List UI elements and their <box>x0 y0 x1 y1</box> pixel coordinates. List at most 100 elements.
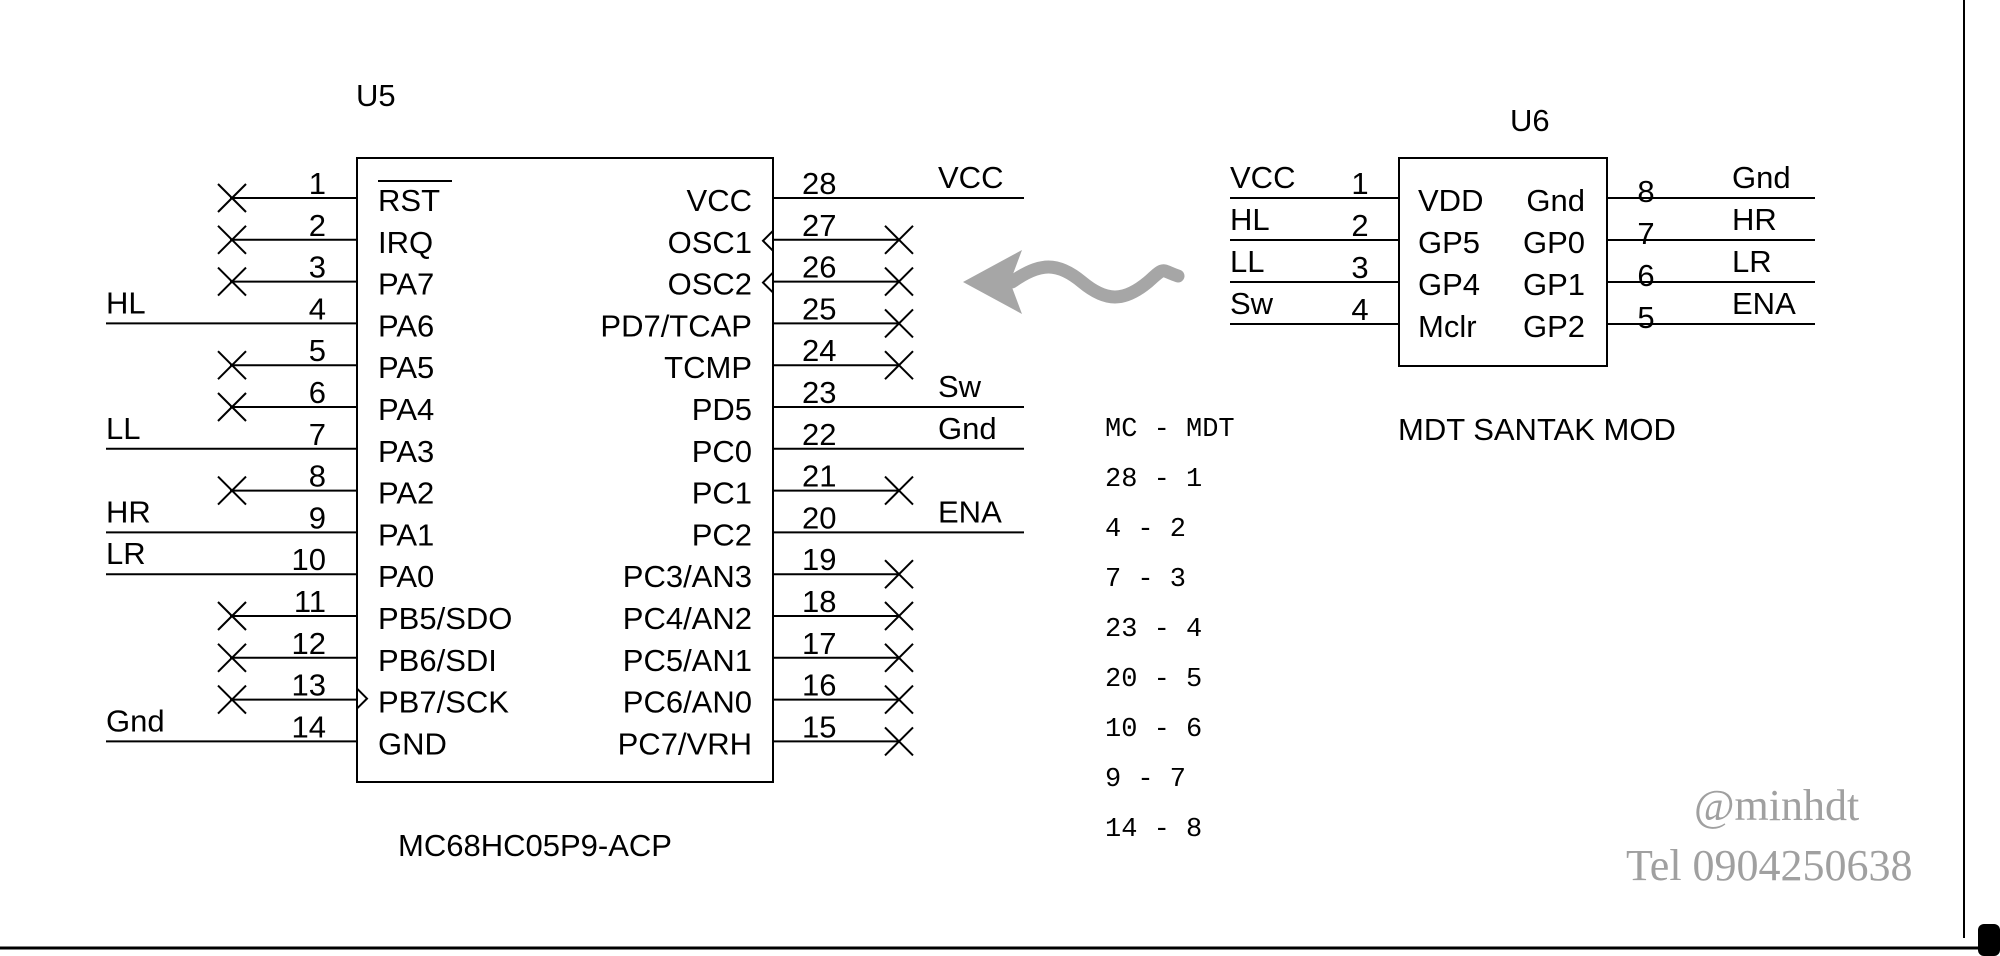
u5-pin-9-name: PA1 <box>378 517 434 552</box>
squiggle-arrow-shaft <box>1005 260 1185 304</box>
u5-pin-8-number: 8 <box>309 459 326 494</box>
u5-pin-3-number: 3 <box>309 250 326 285</box>
watermark-handle: @minhdt <box>1694 781 1859 830</box>
u5-pin-11-name: PB5/SDO <box>378 601 512 636</box>
u5-pin-6-number: 6 <box>309 375 326 410</box>
u5-pin-13-nc-icon <box>217 684 247 715</box>
u6-net-label-7: HR <box>1732 202 1777 237</box>
mapping-row: 28 - 1 <box>1105 465 1202 495</box>
u5-net-label-22: Gnd <box>938 411 997 446</box>
u5-pin-11-number: 11 <box>294 584 326 619</box>
u5-pin-25-name: PD7/TCAP <box>600 308 752 343</box>
u5-pin-25: 25 PD7/TCAP <box>600 291 914 343</box>
u5-pin-28-name: VCC <box>687 183 752 218</box>
u5-net-label-4: HL <box>106 285 146 320</box>
u5-pin-28-number: 28 <box>802 166 836 201</box>
u6-body <box>1398 157 1608 367</box>
u5-ref-label: U5 <box>356 78 396 113</box>
u5-part-label: MC68HC05P9-ACP <box>398 828 672 863</box>
mapping-row: 20 - 5 <box>1105 665 1202 695</box>
u5-pin-22-number: 22 <box>802 417 836 452</box>
u6-pin-3-name: GP4 <box>1418 267 1480 302</box>
u5-pin-19-name: PC3/AN3 <box>623 559 752 594</box>
u5-pin-27-nc-icon <box>884 225 914 255</box>
u5-pin-17-name: PC5/AN1 <box>623 643 752 678</box>
mapping-row: 4 - 2 <box>1105 515 1186 545</box>
u5-pin-1-nc-icon <box>217 183 247 213</box>
u5-pin-15-name: PC7/VRH <box>618 726 752 761</box>
u6-pin-5-number: 5 <box>1637 300 1654 335</box>
u5-pin-24-number: 24 <box>802 333 836 368</box>
u5-pin-6: 6 PA4 <box>217 375 434 427</box>
u5-pin-23-number: 23 <box>802 375 836 410</box>
u5-pin-5-nc-icon <box>217 350 247 380</box>
u5-pin-10-name: PA0 <box>378 559 434 594</box>
u5-pin-14-number: 14 <box>292 709 326 744</box>
u5-pin-21-name: PC1 <box>692 476 752 511</box>
u5-pin-13: 13 PB7/SCK <box>217 668 509 720</box>
u5-pin-13-number: 13 <box>292 668 326 703</box>
u5-pin-23-name: PD5 <box>692 392 752 427</box>
u5-pin-9-number: 9 <box>309 500 326 535</box>
u5-pin-15-nc-icon <box>884 726 914 757</box>
u5-pin-7-name: PA3 <box>378 434 434 469</box>
u5-body <box>356 157 774 783</box>
pin-mapping-table: MC - MDT 28 - 14 - 27 - 323 - 420 - 510 … <box>1105 415 1235 845</box>
u5-pin-2-name: IRQ <box>378 225 433 260</box>
u6-net-label-5: ENA <box>1732 286 1796 321</box>
u5-pin-19-number: 19 <box>802 542 836 577</box>
u6-pin-3-number: 3 <box>1351 250 1368 285</box>
u6-net-label-2: HL <box>1230 202 1270 237</box>
u6-pin-2-number: 2 <box>1351 208 1368 243</box>
mapping-header: MC - MDT <box>1105 415 1235 445</box>
u6-pin-2: 2 GP5 HL <box>1230 202 1480 260</box>
u5-pin-25-number: 25 <box>802 291 836 326</box>
u5-pin-4-number: 4 <box>309 291 326 326</box>
u5-pin-6-name: PA4 <box>378 392 434 427</box>
u5-pin-21-nc-icon <box>884 475 914 506</box>
u5-pin-12-number: 12 <box>292 626 326 661</box>
mapping-row: 10 - 6 <box>1105 715 1202 745</box>
u5-right-pins: 28VCCVCC27OSC126OSC225PD7/TCAP24TCMP23PD… <box>600 160 1024 761</box>
u5-pin-26-name: OSC2 <box>668 267 752 302</box>
u5-pin-16-name: PC6/AN0 <box>623 685 752 720</box>
u5-pin-2-nc-icon <box>217 225 247 255</box>
u6-pin-4-name: Mclr <box>1418 309 1477 344</box>
u5-pin-11-nc-icon <box>217 601 247 631</box>
u5-pin-13-name: PB7/SCK <box>378 685 509 720</box>
u5-pin-27-input-arrow-icon <box>761 230 774 252</box>
squiggle-arrow-head <box>963 250 1022 314</box>
u5-pin-6-nc-icon <box>217 392 247 422</box>
u5-pin-3-nc-icon <box>217 266 247 297</box>
u6-pin-7-number: 7 <box>1637 216 1654 251</box>
u5-pin-3-name: PA7 <box>378 267 434 302</box>
u5-pin-11: 11 PB5/SDO <box>217 584 512 636</box>
u5-net-label-10: LR <box>106 536 146 571</box>
u5-pin-18-number: 18 <box>802 584 836 619</box>
u5-pin-8-name: PA2 <box>378 476 434 511</box>
u6-pin-2-name: GP5 <box>1418 225 1480 260</box>
u5-pin-26-number: 26 <box>802 250 836 285</box>
u5-net-label-7: LL <box>106 411 140 446</box>
u6-net-label-8: Gnd <box>1732 160 1791 195</box>
u5-net-label-28: VCC <box>938 160 1003 195</box>
u5-pin-20-name: PC2 <box>692 517 752 552</box>
